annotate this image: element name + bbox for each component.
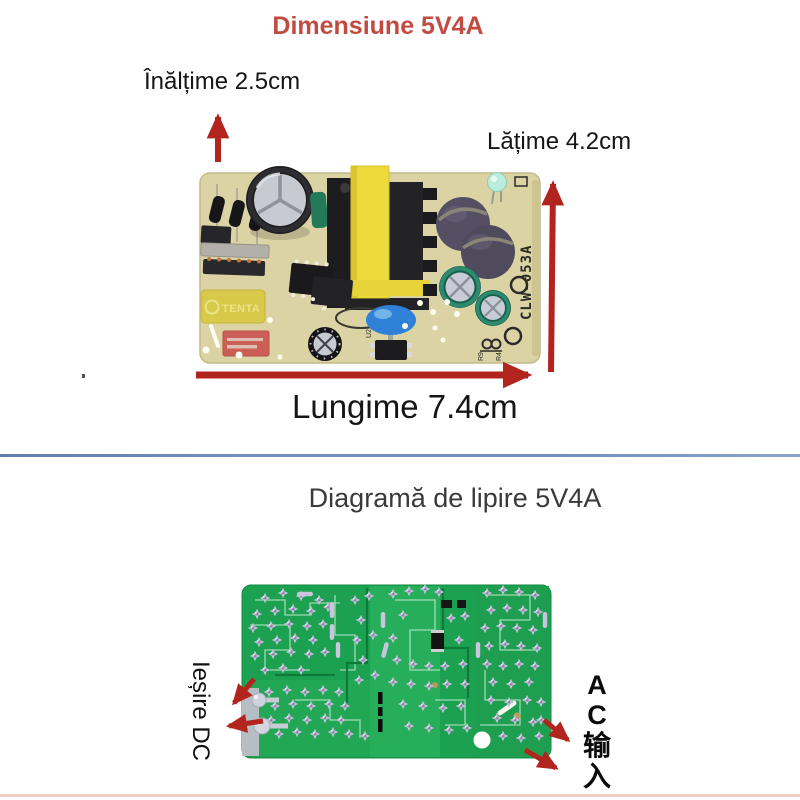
dimensions-title: Dimensiune 5V4A bbox=[272, 12, 484, 40]
jumper-wire bbox=[497, 700, 517, 716]
output-capacitors bbox=[439, 266, 511, 326]
tan-pad-2 bbox=[432, 682, 438, 688]
section-divider bbox=[0, 454, 800, 457]
height-label: Înălțime 2.5cm bbox=[144, 68, 301, 95]
led bbox=[487, 172, 507, 205]
ac-char-3: 输 bbox=[582, 730, 611, 761]
ac-char-2: C bbox=[587, 700, 607, 730]
film-capacitor: TENTA bbox=[200, 289, 266, 324]
ref-r4: R4 bbox=[496, 352, 503, 361]
board-edge-shade bbox=[532, 180, 540, 356]
large-capacitor bbox=[246, 166, 314, 240]
mounting-hole bbox=[473, 731, 491, 749]
dc-output-label: Ieșire DC bbox=[187, 660, 214, 762]
solder-joints bbox=[247, 583, 548, 744]
dip-ic bbox=[288, 259, 354, 311]
smd-components bbox=[378, 600, 466, 732]
input-filter bbox=[200, 225, 270, 277]
ref-u2: U2 bbox=[366, 329, 373, 338]
u2-ic: U2 bbox=[366, 329, 412, 360]
inductors bbox=[436, 197, 515, 279]
length-label: Lungime 7.4cm bbox=[292, 388, 518, 425]
board-holes bbox=[202, 299, 460, 360]
soldering-title: Diagramă de lipire 5V4A bbox=[308, 483, 602, 513]
fuse bbox=[209, 324, 270, 357]
small-capacitor bbox=[308, 327, 342, 361]
traces-dark bbox=[275, 588, 470, 703]
zone-3 bbox=[475, 586, 549, 757]
marking-box bbox=[514, 176, 528, 187]
ac-char-1: A bbox=[587, 670, 607, 700]
image-speck bbox=[82, 374, 85, 378]
traces-light bbox=[250, 594, 540, 738]
film-capacitor-brand: TENTA bbox=[222, 303, 260, 315]
ref-r9: R9 bbox=[478, 352, 485, 361]
pcb-component-side-photo: CLW-053A R9 R4 bbox=[199, 165, 541, 364]
next-section-rule bbox=[0, 794, 800, 797]
ac-input-label: A C 输 入 bbox=[574, 672, 620, 794]
green-component bbox=[310, 191, 328, 229]
pcb-solder-side-photo bbox=[241, 583, 552, 759]
solder-pads bbox=[480, 275, 529, 352]
width-arrow-up-icon bbox=[541, 180, 565, 373]
ac-char-4: 入 bbox=[582, 761, 611, 792]
width-label: Lățime 4.2cm bbox=[487, 128, 632, 155]
